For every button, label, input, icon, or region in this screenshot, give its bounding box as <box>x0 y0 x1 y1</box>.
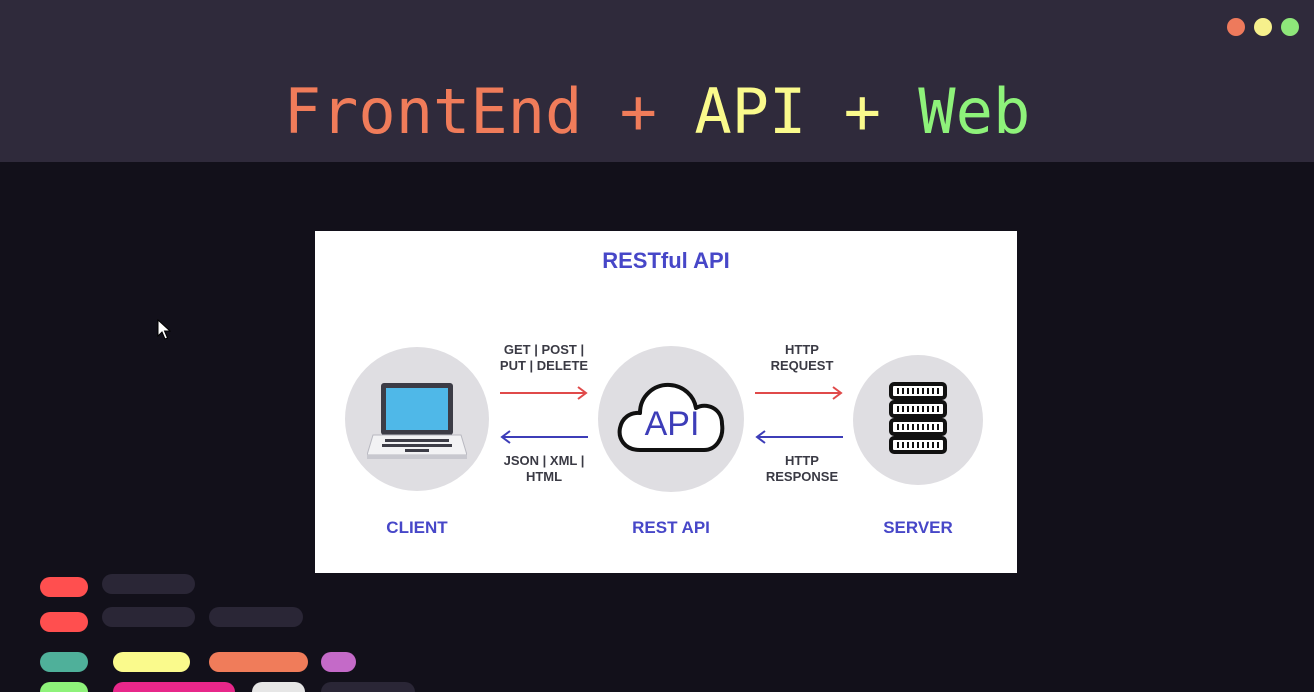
edge-label-line: JSON | XML | <box>503 453 585 468</box>
response-arrow-left-icon <box>755 430 843 444</box>
server-label: SERVER <box>883 518 953 537</box>
edge-label-line: REQUEST <box>770 358 834 373</box>
diagram-title: RESTful API <box>602 248 730 273</box>
edge-label-line: HTTP <box>785 342 819 357</box>
client-label: CLIENT <box>386 518 448 537</box>
minimize-dot[interactable] <box>1254 18 1272 36</box>
edge-label-line: RESPONSE <box>765 469 839 484</box>
code-pill <box>40 577 88 597</box>
cloud-icon <box>617 382 725 452</box>
client-api-request-label: GET | POST | PUT | DELETE <box>484 342 604 374</box>
code-pill <box>252 682 305 692</box>
edge-label-line: HTML <box>525 469 563 484</box>
code-pill <box>321 682 415 692</box>
edge-label-line: GET | POST | <box>503 342 585 357</box>
title-part-web: Web <box>918 75 1031 148</box>
title-part-plus-2: + <box>806 75 919 148</box>
close-dot[interactable] <box>1227 18 1245 36</box>
code-pill <box>40 682 88 692</box>
title-part-plus-1: + <box>582 75 695 148</box>
title-part-api: API <box>694 75 807 148</box>
window-controls <box>1227 18 1299 36</box>
laptop-icon <box>367 383 467 459</box>
code-pill <box>209 652 308 672</box>
response-arrow-left-icon <box>500 430 588 444</box>
client-api-response-label: JSON | XML | HTML <box>484 453 604 485</box>
mouse-cursor-icon <box>157 319 171 340</box>
code-pill <box>40 652 88 672</box>
rest-api-label: REST API <box>632 518 710 537</box>
cloud-icon-text: API <box>644 405 700 443</box>
code-pill <box>102 607 195 627</box>
request-arrow-right-icon <box>500 386 588 400</box>
edge-label-line: HTTP <box>785 453 819 468</box>
request-arrow-right-icon <box>755 386 843 400</box>
page-title: FrontEnd + API + Web <box>0 72 1314 152</box>
code-pill <box>209 607 303 627</box>
edge-label-line: PUT | DELETE <box>499 358 589 373</box>
code-pill <box>321 652 356 672</box>
code-pill <box>40 612 88 632</box>
header-band: FrontEnd + API + Web <box>0 0 1314 162</box>
code-pill <box>102 574 195 594</box>
title-part-frontend: FrontEnd <box>283 75 583 148</box>
server-rack-icon <box>889 382 947 454</box>
maximize-dot[interactable] <box>1281 18 1299 36</box>
api-server-response-label: HTTP RESPONSE <box>742 453 862 485</box>
code-pill <box>113 652 190 672</box>
code-pill <box>113 682 235 692</box>
restful-api-diagram: RESTful API CLIENT API REST API <box>315 231 1017 573</box>
api-server-request-label: HTTP REQUEST <box>742 342 862 374</box>
